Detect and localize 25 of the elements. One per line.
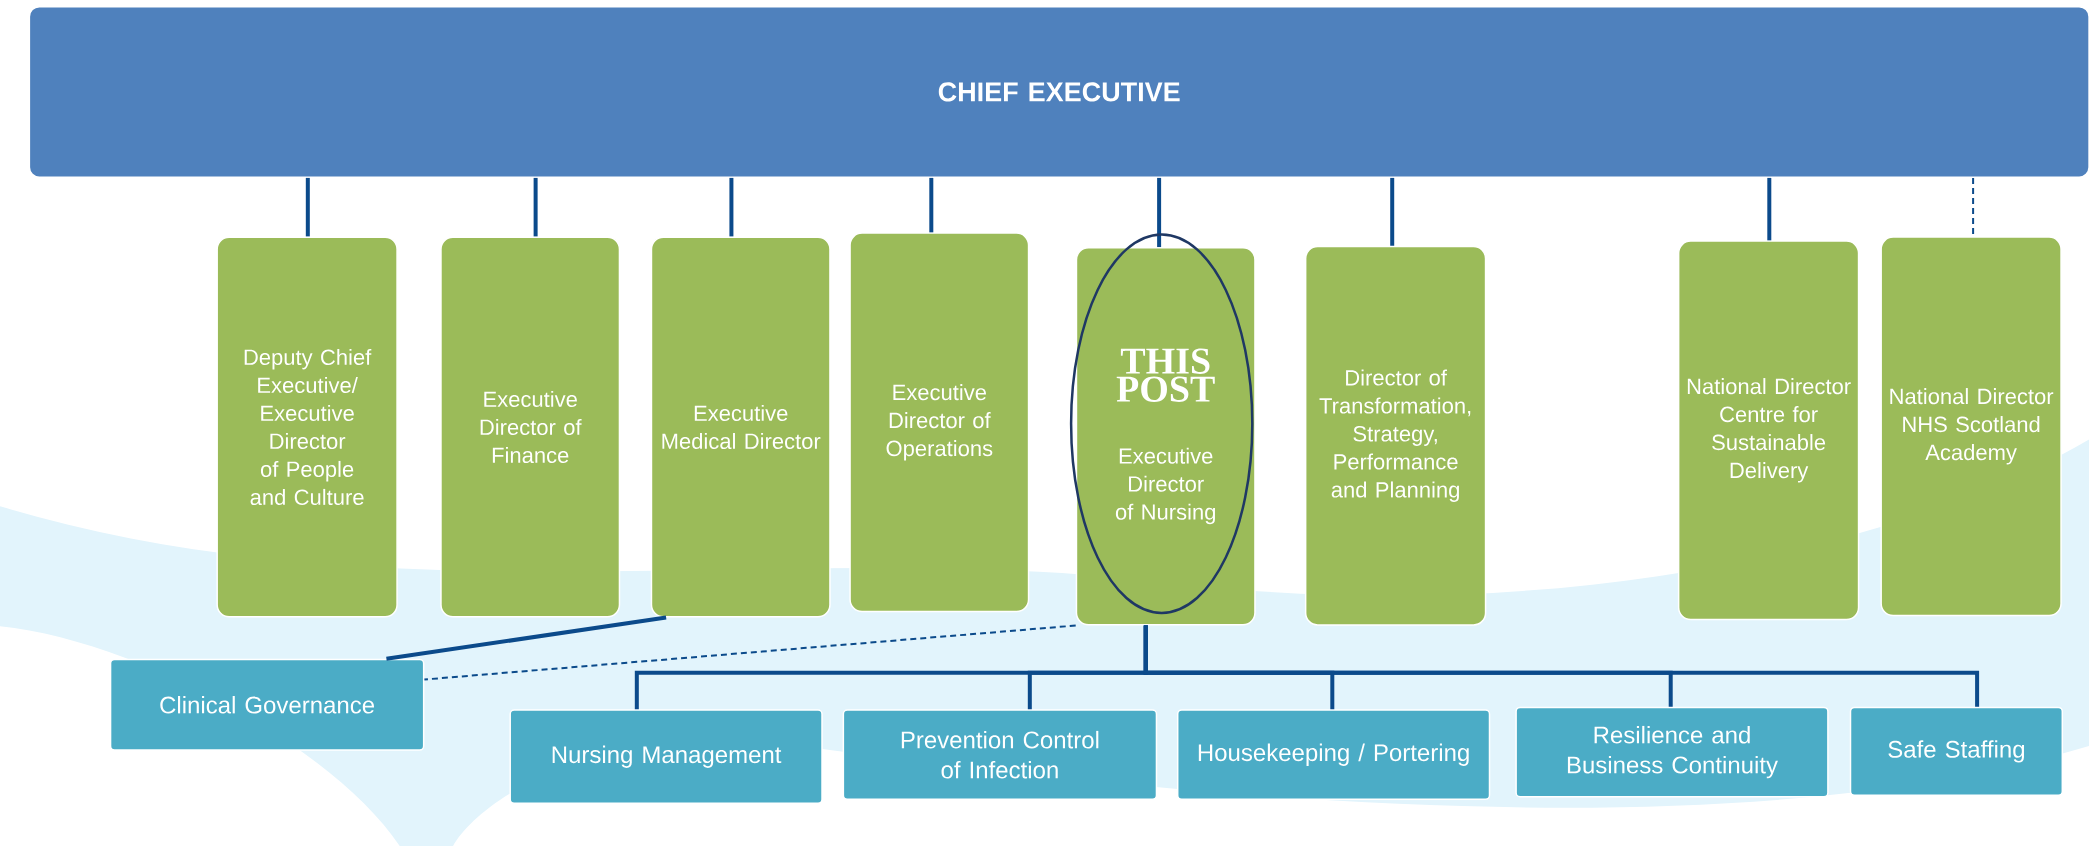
connector-line — [1157, 177, 1162, 248]
team-box: Resilience and Business Continuity — [1515, 706, 1829, 798]
connector-line — [305, 177, 310, 237]
team-box: Nursing Management — [509, 709, 823, 805]
title-banner: CHIEF EXECUTIVE — [28, 5, 2089, 178]
team-box: Prevention Control of Infection — [842, 709, 1158, 801]
connector-line — [386, 615, 667, 661]
connector-line — [729, 177, 734, 237]
role-box: Executive Medical Director — [650, 236, 831, 618]
role-box: National Director NHS Scotland Academy — [1880, 236, 2062, 617]
connector-line — [1767, 177, 1772, 241]
team-box: Housekeeping / Portering — [1176, 709, 1491, 801]
connector-line — [1143, 625, 1980, 707]
team-box: Clinical Governance — [109, 658, 425, 751]
role-box: Deputy Chief Executive/ Executive Director of People and Culture — [216, 236, 398, 618]
role-box: Executive Director of Finance — [440, 236, 621, 618]
role-box: Director of Transformation, Strategy, Performance and Planning — [1304, 245, 1487, 626]
connector-line — [1390, 177, 1395, 246]
role-box: Executive Director of Operations — [849, 232, 1030, 613]
team-box: Safe Staffing — [1849, 706, 2064, 797]
connector-line — [929, 177, 934, 233]
role-box: THIS POST Executive Director of Nursing — [1075, 247, 1256, 626]
role-box: National Director Centre for Sustainable Delivery — [1677, 240, 1860, 621]
connector-line — [533, 177, 538, 237]
connector-line — [423, 624, 1077, 681]
